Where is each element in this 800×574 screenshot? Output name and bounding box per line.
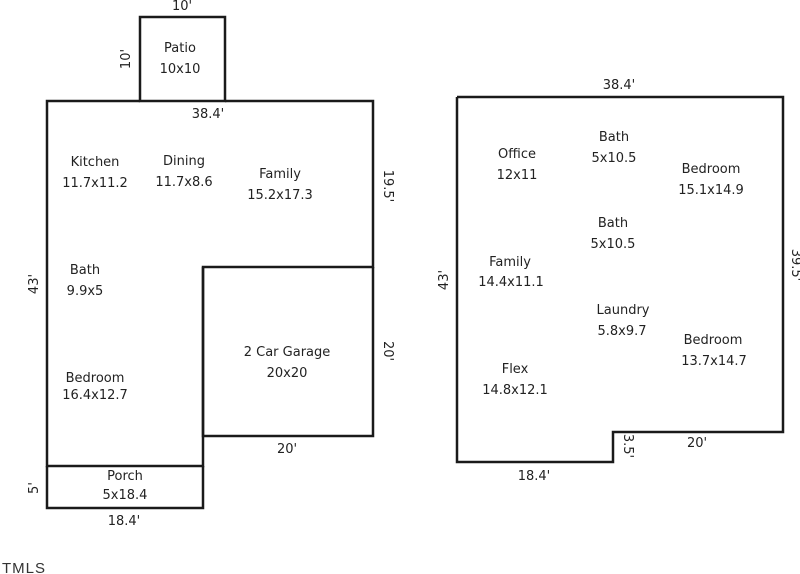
bedroom-size: 16.4x12.7	[62, 388, 128, 403]
garage-bottom-dim: 20'	[277, 442, 297, 457]
kitchen-label: Kitchen	[71, 155, 120, 170]
garage-label: 2 Car Garage	[244, 345, 331, 360]
bedroom-label: Bedroom	[66, 371, 125, 386]
second-floor-left-dim: 43'	[437, 270, 452, 290]
second-floor-right-dim: 39.5'	[788, 249, 800, 282]
porch-outline	[45, 466, 205, 510]
garage-right-dim: 20'	[380, 341, 395, 361]
dining-label: Dining	[163, 154, 205, 169]
porch-left-dim: 5'	[27, 482, 42, 494]
mls-watermark: TMLS	[2, 560, 46, 574]
garage-size: 20x20	[267, 366, 308, 381]
first-floor-plan: 10' 10' Patio 10x10 38.4' 43' 19.5' 20' …	[27, 0, 395, 529]
first-floor-left-dim: 43'	[27, 274, 42, 294]
family-label: Family	[259, 167, 301, 182]
office-label: Office	[498, 147, 536, 162]
patio-height-dim: 10'	[119, 49, 134, 69]
second-floor-top-dim: 38.4'	[603, 78, 636, 93]
bedroom-2-label: Bedroom	[684, 333, 743, 348]
second-floor-bottom-right-dim: 20'	[687, 436, 707, 451]
patio-size: 10x10	[160, 62, 201, 77]
bath-1-label: Bath	[599, 130, 629, 145]
bedroom-2-size: 13.7x14.7	[681, 354, 747, 369]
second-floor-outline	[455, 95, 785, 464]
porch-label: Porch	[107, 469, 143, 484]
bath-label: Bath	[70, 263, 100, 278]
patio-outline	[138, 15, 227, 103]
patio-width-dim: 10'	[172, 0, 192, 14]
laundry-size: 5.8x9.7	[597, 324, 646, 339]
bath-size: 9.9x5	[67, 284, 104, 299]
porch-bottom-dim: 18.4'	[108, 514, 141, 529]
garage-outline	[201, 267, 375, 438]
office-size: 12x11	[497, 168, 538, 183]
second-floor-plan: 38.4' 43' 39.5' 3.5' 20' 18.4' Office 12…	[437, 78, 800, 484]
first-floor-right-upper-dim: 19.5'	[380, 170, 395, 203]
flex-size: 14.8x12.1	[482, 383, 548, 398]
family-size: 15.2x17.3	[247, 188, 313, 203]
dining-size: 11.7x8.6	[155, 175, 212, 190]
second-floor-bottom-left-dim: 18.4'	[518, 469, 551, 484]
notch-height-dim: 3.5'	[620, 434, 635, 458]
bath-2-size: 5x10.5	[591, 237, 636, 252]
flex-label: Flex	[502, 362, 529, 377]
kitchen-size: 11.7x11.2	[62, 176, 128, 191]
family-2-size: 14.4x11.1	[478, 275, 544, 290]
laundry-label: Laundry	[597, 303, 650, 318]
bedroom-1-label: Bedroom	[682, 162, 741, 177]
bath-1-size: 5x10.5	[592, 151, 637, 166]
patio-label: Patio	[164, 41, 196, 56]
bath-2-label: Bath	[598, 216, 628, 231]
family-2-label: Family	[489, 255, 531, 270]
bedroom-1-size: 15.1x14.9	[678, 183, 744, 198]
first-floor-top-dim: 38.4'	[192, 107, 225, 122]
porch-size: 5x18.4	[103, 488, 148, 503]
